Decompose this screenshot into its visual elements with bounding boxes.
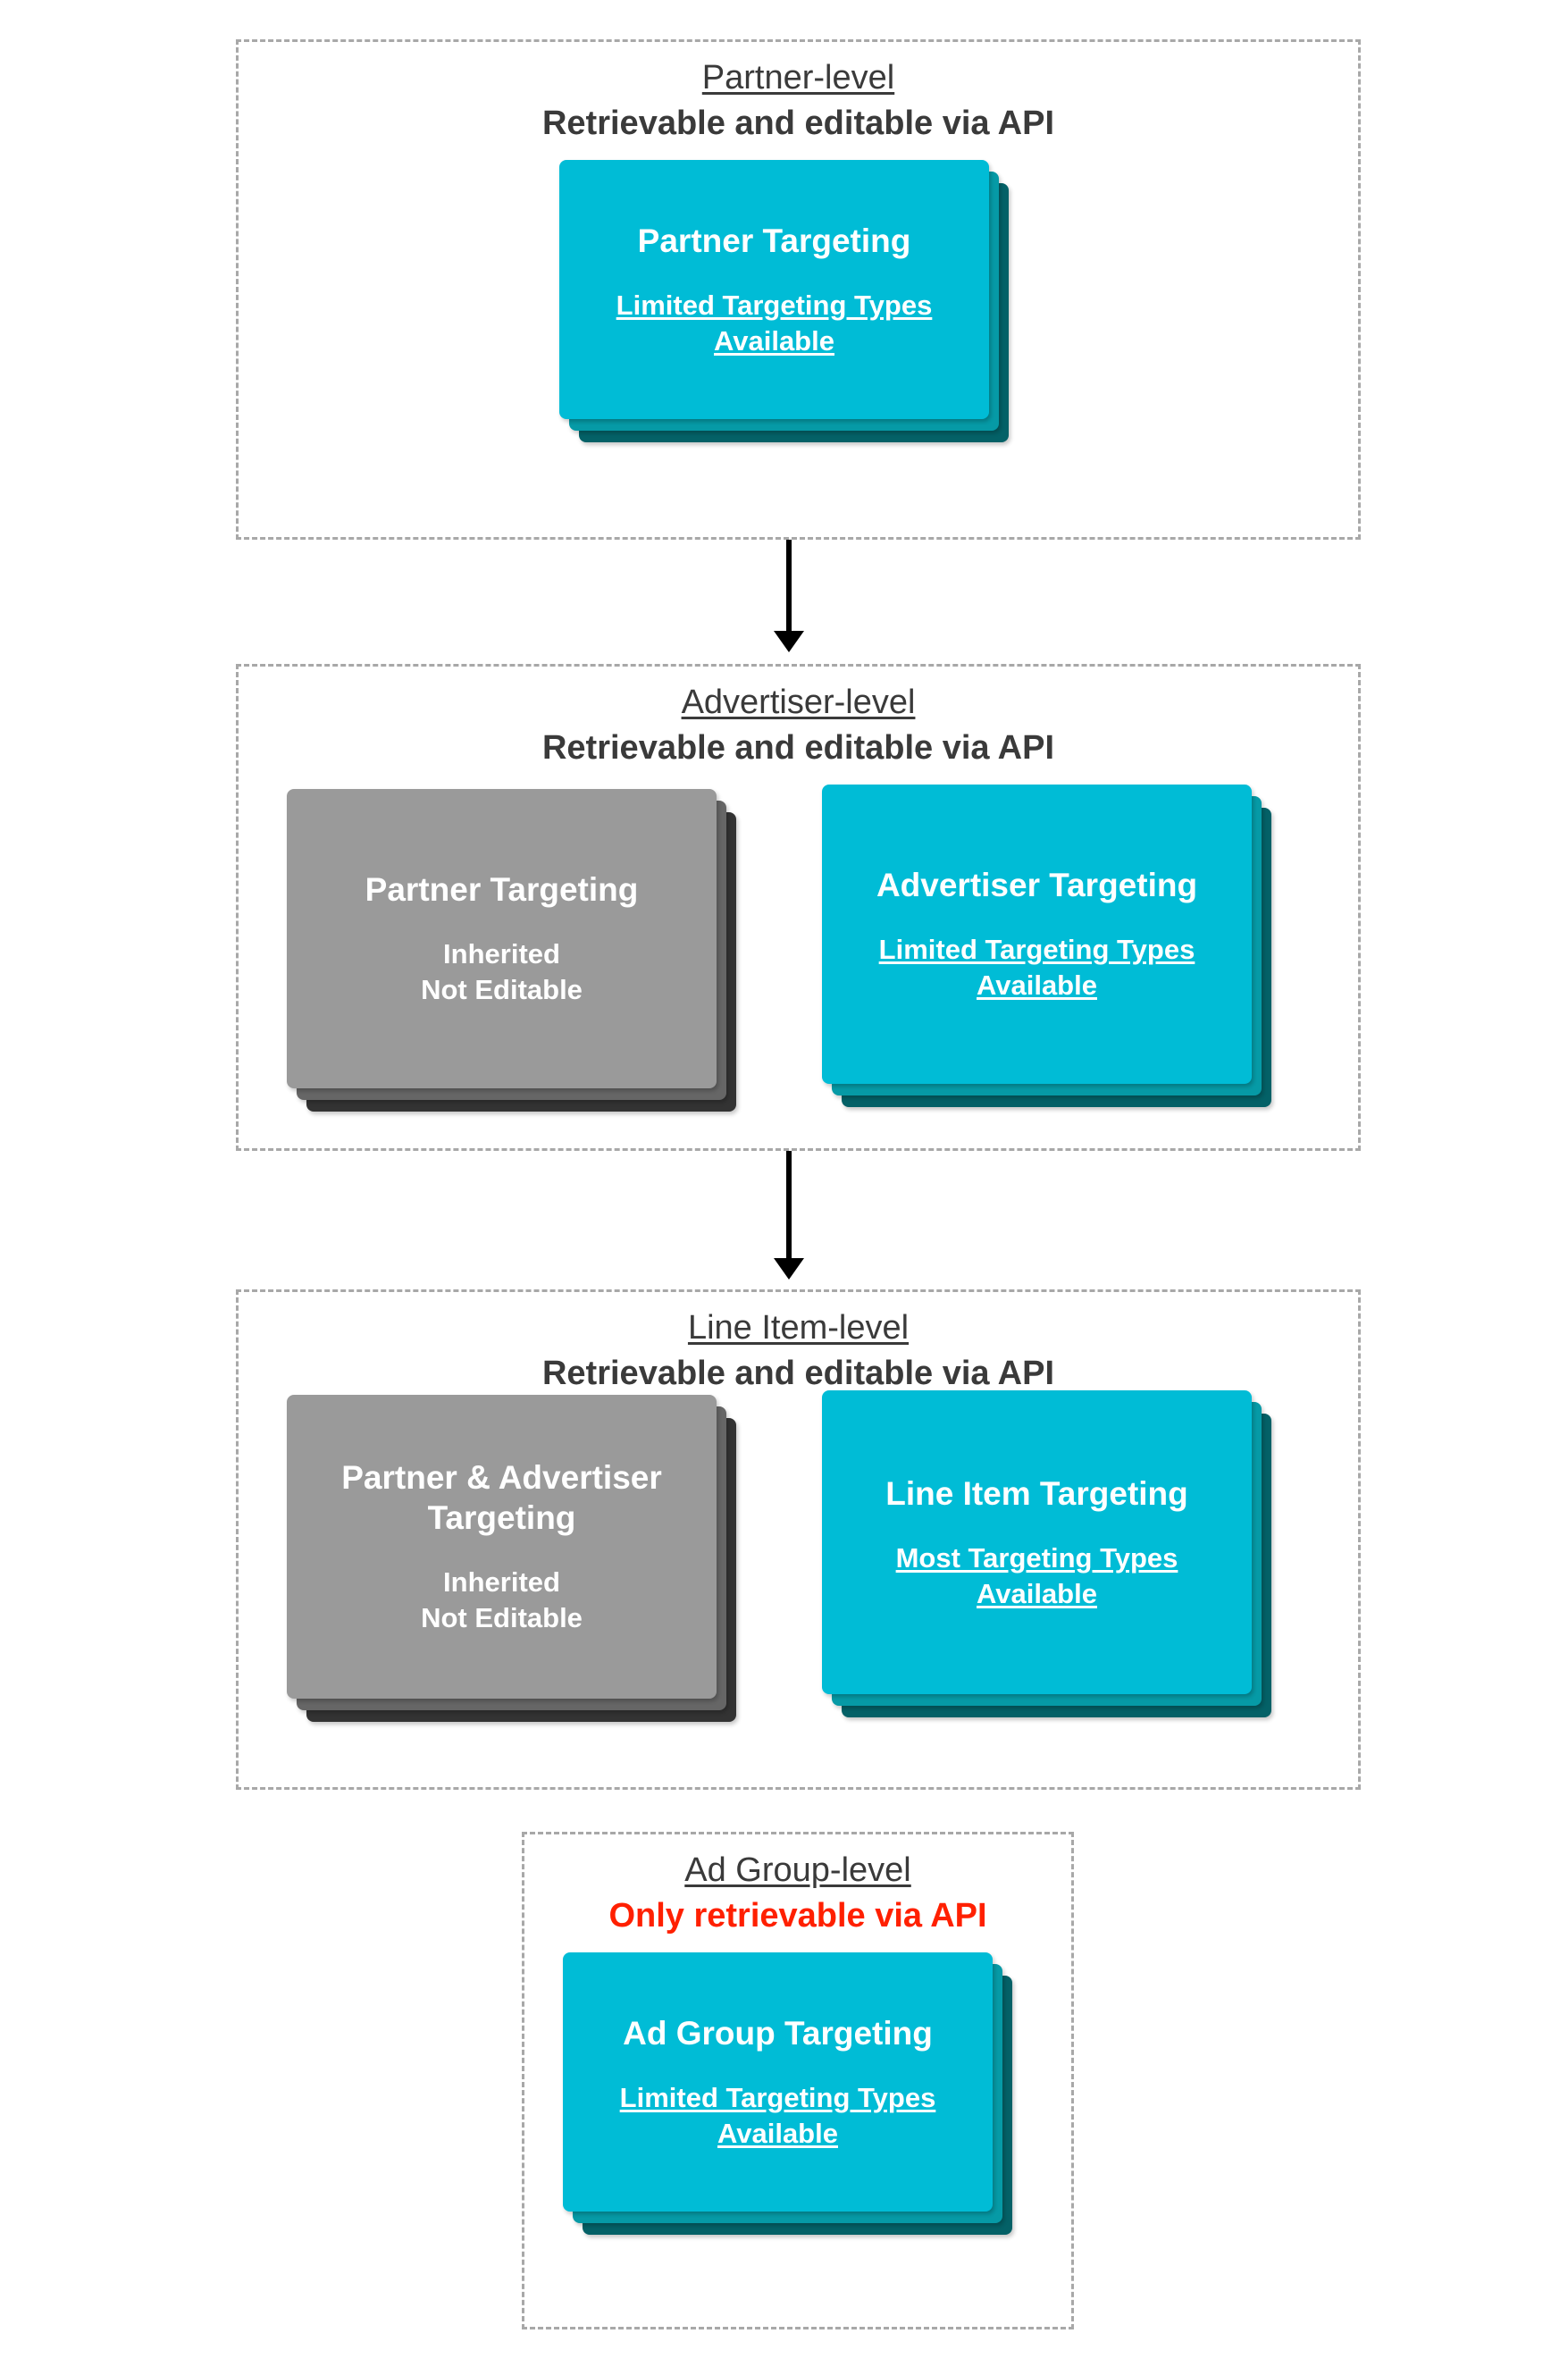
card-layer-front[interactable]: Line Item Targeting Most Targeting Types… [822, 1390, 1252, 1694]
card-stack-line-item-inherited[interactable]: Partner & Advertiser Targeting Inherited… [287, 1395, 736, 1722]
level-access-ad-group: Only retrievable via API [608, 1896, 987, 1935]
level-box-advertiser: Advertiser-level Retrievable and editabl… [236, 664, 1361, 1151]
level-access-line-item: Retrievable and editable via API [541, 1354, 1055, 1392]
card-subtitle-line-item-targeting: Most Targeting Types Available [895, 1541, 1178, 1609]
card-stack-ad-group-targeting[interactable]: Ad Group Targeting Limited Targeting Typ… [563, 1952, 1012, 2235]
arrow-line [786, 540, 792, 633]
card-stack-advertiser-inherited[interactable]: Partner Targeting Inherited Not Editable [287, 789, 736, 1112]
card-layer-front[interactable]: Partner Targeting Inherited Not Editable [287, 789, 717, 1088]
level-heading-advertiser: Advertiser-level Retrievable and editabl… [239, 683, 1358, 768]
card-layer-front[interactable]: Advertiser Targeting Limited Targeting T… [822, 785, 1252, 1084]
card-layer-front[interactable]: Partner Targeting Limited Targeting Type… [559, 160, 989, 419]
level-heading-ad-group: Ad Group-level Only retrievable via API [524, 1851, 1071, 1936]
level-access-advertiser: Retrievable and editable via API [541, 728, 1055, 767]
card-title-partner-targeting-inherited: Partner Targeting [365, 871, 639, 909]
arrow-head-icon [774, 1258, 804, 1280]
level-box-line-item: Line Item-level Retrievable and editable… [236, 1289, 1361, 1790]
level-heading-line-item: Line Item-level Retrievable and editable… [239, 1308, 1358, 1394]
level-name-partner: Partner-level [701, 59, 895, 97]
card-layer-front[interactable]: Ad Group Targeting Limited Targeting Typ… [563, 1952, 993, 2212]
level-name-line-item: Line Item-level [687, 1309, 910, 1347]
card-stack-line-item-targeting[interactable]: Line Item Targeting Most Targeting Types… [822, 1390, 1271, 1717]
card-title-partner-advertiser-inherited: Partner & Advertiser Targeting [341, 1459, 662, 1537]
level-heading-partner: Partner-level Retrievable and editable v… [239, 58, 1358, 144]
card-subtitle-ad-group-targeting: Limited Targeting Types Available [619, 2081, 936, 2149]
level-box-partner: Partner-level Retrievable and editable v… [236, 39, 1361, 540]
card-title-advertiser-targeting: Advertiser Targeting [876, 867, 1198, 904]
card-title-ad-group-targeting: Ad Group Targeting [623, 2014, 933, 2052]
card-subtitle-partner-targeting: Limited Targeting Types Available [616, 289, 933, 357]
level-box-ad-group: Ad Group-level Only retrievable via API … [522, 1832, 1074, 2329]
arrow-head-icon [774, 631, 804, 652]
card-title-partner-targeting: Partner Targeting [637, 222, 911, 259]
level-access-partner: Retrievable and editable via API [541, 104, 1055, 142]
card-stack-advertiser-targeting[interactable]: Advertiser Targeting Limited Targeting T… [822, 785, 1271, 1107]
card-subtitle-partner-advertiser-inherited: Inherited Not Editable [421, 1566, 583, 1634]
card-title-line-item-targeting: Line Item Targeting [885, 1474, 1188, 1512]
card-layer-front[interactable]: Partner & Advertiser Targeting Inherited… [287, 1395, 717, 1699]
card-subtitle-partner-targeting-inherited: Inherited Not Editable [421, 938, 583, 1006]
level-name-ad-group: Ad Group-level [684, 1851, 911, 1889]
arrow-line [786, 1151, 792, 1260]
card-stack-partner-targeting[interactable]: Partner Targeting Limited Targeting Type… [559, 160, 1009, 442]
card-subtitle-advertiser-targeting: Limited Targeting Types Available [878, 934, 1195, 1002]
level-name-advertiser: Advertiser-level [681, 684, 916, 721]
